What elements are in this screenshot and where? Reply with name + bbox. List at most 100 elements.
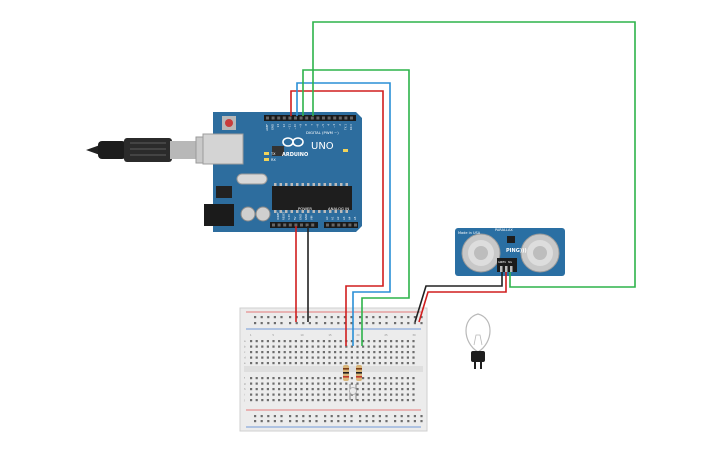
rail-hole[interactable] xyxy=(280,415,283,418)
breadboard-hole[interactable] xyxy=(334,362,337,365)
breadboard-hole[interactable] xyxy=(294,388,297,391)
rail-hole[interactable] xyxy=(350,420,353,423)
breadboard-hole[interactable] xyxy=(322,377,325,380)
breadboard-hole[interactable] xyxy=(311,362,314,365)
power-pin[interactable] xyxy=(300,223,303,227)
breadboard-hole[interactable] xyxy=(384,399,387,402)
breadboard-hole[interactable] xyxy=(283,351,286,354)
rail-hole[interactable] xyxy=(420,415,423,418)
breadboard-hole[interactable] xyxy=(334,377,337,380)
digital-pin[interactable] xyxy=(282,116,286,120)
breadboard-hole[interactable] xyxy=(378,377,381,380)
breadboard-hole[interactable] xyxy=(401,340,404,343)
rail-hole[interactable] xyxy=(273,420,276,423)
rail-hole[interactable] xyxy=(324,322,327,325)
rail-hole[interactable] xyxy=(378,322,381,325)
breadboard-hole[interactable] xyxy=(311,345,314,348)
breadboard-hole[interactable] xyxy=(306,388,309,391)
breadboard-hole[interactable] xyxy=(272,388,275,391)
digital-pin[interactable] xyxy=(299,116,303,120)
wire-pin-red-to-breadboard[interactable] xyxy=(290,90,384,346)
breadboard-hole[interactable] xyxy=(255,356,258,359)
rail-hole[interactable] xyxy=(343,316,346,319)
breadboard-hole[interactable] xyxy=(278,340,281,343)
breadboard-hole[interactable] xyxy=(306,393,309,396)
breadboard-hole[interactable] xyxy=(283,399,286,402)
breadboard-hole[interactable] xyxy=(390,356,393,359)
wire-sensor-gnd[interactable] xyxy=(414,272,503,323)
breadboard-hole[interactable] xyxy=(255,382,258,385)
breadboard-hole[interactable] xyxy=(289,399,292,402)
breadboard-hole[interactable] xyxy=(350,351,353,354)
rail-hole[interactable] xyxy=(302,415,305,418)
breadboard-hole[interactable] xyxy=(311,351,314,354)
breadboard-hole[interactable] xyxy=(278,345,281,348)
digital-pin[interactable] xyxy=(294,116,297,120)
breadboard-hole[interactable] xyxy=(367,399,370,402)
breadboard-hole[interactable] xyxy=(339,399,342,402)
power-pin[interactable] xyxy=(305,223,309,227)
breadboard-hole[interactable] xyxy=(328,351,331,354)
rail-hole[interactable] xyxy=(359,415,362,418)
breadboard-hole[interactable] xyxy=(412,362,415,365)
rail-hole[interactable] xyxy=(372,420,375,423)
rail-hole[interactable] xyxy=(385,415,388,418)
breadboard-hole[interactable] xyxy=(350,362,353,365)
light-bulb[interactable] xyxy=(465,313,491,369)
breadboard-hole[interactable] xyxy=(345,382,348,385)
breadboard-hole[interactable] xyxy=(339,382,342,385)
breadboard-hole[interactable] xyxy=(406,377,409,380)
breadboard-hole[interactable] xyxy=(255,362,258,365)
breadboard-hole[interactable] xyxy=(384,382,387,385)
breadboard-hole[interactable] xyxy=(339,351,342,354)
power-pin[interactable] xyxy=(277,223,281,227)
rail-hole[interactable] xyxy=(324,316,327,319)
breadboard-hole[interactable] xyxy=(255,399,258,402)
breadboard-hole[interactable] xyxy=(283,345,286,348)
breadboard-hole[interactable] xyxy=(350,340,353,343)
breadboard-hole[interactable] xyxy=(367,351,370,354)
breadboard-hole[interactable] xyxy=(412,356,415,359)
rail-hole[interactable] xyxy=(315,322,318,325)
breadboard-hole[interactable] xyxy=(373,382,376,385)
breadboard-hole[interactable] xyxy=(339,340,342,343)
breadboard-hole[interactable] xyxy=(294,382,297,385)
breadboard-hole[interactable] xyxy=(362,399,365,402)
rail-hole[interactable] xyxy=(337,322,340,325)
breadboard-hole[interactable] xyxy=(378,399,381,402)
breadboard-hole[interactable] xyxy=(378,393,381,396)
rail-hole[interactable] xyxy=(289,322,292,325)
breadboard-hole[interactable] xyxy=(266,362,269,365)
breadboard-hole[interactable] xyxy=(367,393,370,396)
breadboard-hole[interactable] xyxy=(356,382,359,385)
rail-hole[interactable] xyxy=(350,322,353,325)
breadboard-hole[interactable] xyxy=(266,351,269,354)
breadboard-hole[interactable] xyxy=(401,388,404,391)
analog-pin[interactable] xyxy=(354,223,357,227)
rail-hole[interactable] xyxy=(365,420,368,423)
breadboard-hole[interactable] xyxy=(401,345,404,348)
breadboard-hole[interactable] xyxy=(350,377,353,380)
rail-hole[interactable] xyxy=(308,420,311,423)
breadboard-hole[interactable] xyxy=(250,356,253,359)
power-pin[interactable] xyxy=(283,223,287,227)
rail-hole[interactable] xyxy=(254,322,257,325)
breadboard-hole[interactable] xyxy=(294,377,297,380)
breadboard-hole[interactable] xyxy=(250,351,253,354)
rail-hole[interactable] xyxy=(420,420,423,423)
breadboard-hole[interactable] xyxy=(362,362,365,365)
breadboard-hole[interactable] xyxy=(356,362,359,365)
breadboard-hole[interactable] xyxy=(328,340,331,343)
breadboard-hole[interactable] xyxy=(283,340,286,343)
breadboard-hole[interactable] xyxy=(373,393,376,396)
breadboard-hole[interactable] xyxy=(334,356,337,359)
breadboard-hole[interactable] xyxy=(272,362,275,365)
breadboard-hole[interactable] xyxy=(350,356,353,359)
rail-hole[interactable] xyxy=(394,415,397,418)
breadboard-hole[interactable] xyxy=(261,351,264,354)
digital-pin[interactable] xyxy=(271,116,275,120)
rail-hole[interactable] xyxy=(260,415,263,418)
breadboard-hole[interactable] xyxy=(294,362,297,365)
breadboard-hole[interactable] xyxy=(406,388,409,391)
